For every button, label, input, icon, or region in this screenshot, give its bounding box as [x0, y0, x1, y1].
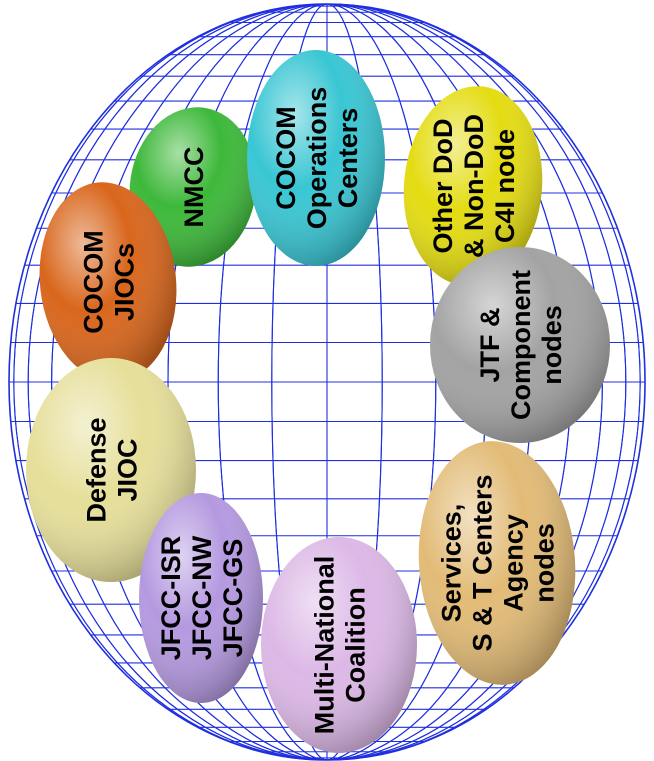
node-label-line: NMCC: [179, 147, 209, 228]
node-label-line: nodes: [537, 305, 567, 385]
node-label-line: Coalition: [341, 587, 371, 703]
node-label-line: Centers: [333, 108, 363, 209]
node-services: Services,S & T CentersAgencynodes: [418, 441, 576, 685]
node-shading: [430, 247, 610, 443]
node-label-line: & Non-DoD: [459, 114, 489, 258]
node-shading: [26, 358, 196, 582]
node-label-line: Services,: [437, 504, 467, 623]
node-defense-jioc: DefenseJIOC: [26, 358, 196, 582]
node-jtf: JTF &Componentnodes: [430, 247, 610, 443]
node-label-line: COCOM: [79, 230, 109, 334]
node-label-line: COCOM: [271, 106, 301, 210]
node-label: JTF &Componentnodes: [475, 270, 567, 420]
node-shading: [261, 537, 417, 753]
node-label: COCOMOperationsCenters: [271, 87, 363, 230]
node-label-line: Multi-National: [310, 556, 340, 734]
node-cocom-jiocs: COCOMJIOCs: [39, 182, 177, 382]
node-label-line: Other DoD: [428, 119, 458, 254]
node-label-line: JIOCs: [110, 243, 140, 321]
node-label-line: S & T Centers: [468, 474, 498, 651]
node-label-line: Component: [506, 270, 536, 420]
node-label-line: C4I node: [490, 129, 520, 243]
node-label-line: JTF &: [475, 307, 505, 382]
node-label-line: nodes: [530, 523, 560, 603]
node-label: COCOMJIOCs: [79, 230, 140, 334]
node-label: NMCC: [179, 147, 209, 228]
node-label: JFCC-ISRJFCC-NWJFCC-GS: [156, 535, 248, 660]
node-shading: [247, 50, 385, 266]
node-shading: [39, 182, 177, 382]
node-shading: [139, 493, 263, 703]
node-multinational: Multi-NationalCoalition: [261, 537, 417, 753]
node-label-line: JFCC-ISR: [156, 536, 186, 661]
node-label: DefenseJIOC: [82, 417, 143, 522]
node-label-line: JFCC-GS: [218, 539, 248, 658]
node-label-line: JIOC: [113, 438, 143, 501]
node-label: Multi-NationalCoalition: [310, 556, 371, 734]
node-label: Other DoD& Non-DoDC4I node: [428, 114, 520, 258]
node-jfcc: JFCC-ISRJFCC-NWJFCC-GS: [139, 493, 263, 703]
node-cocom-ops: COCOMOperationsCenters: [247, 50, 385, 266]
node-label-line: Agency: [499, 514, 529, 612]
node-label-line: Operations: [302, 87, 332, 230]
node-label: Services,S & T CentersAgencynodes: [437, 474, 560, 651]
node-shading: [403, 86, 543, 286]
node-label-line: JFCC-NW: [187, 535, 217, 660]
node-shading: [418, 441, 576, 685]
node-other-dod: Other DoD& Non-DoDC4I node: [403, 86, 543, 286]
node-label-line: Defense: [82, 417, 112, 522]
